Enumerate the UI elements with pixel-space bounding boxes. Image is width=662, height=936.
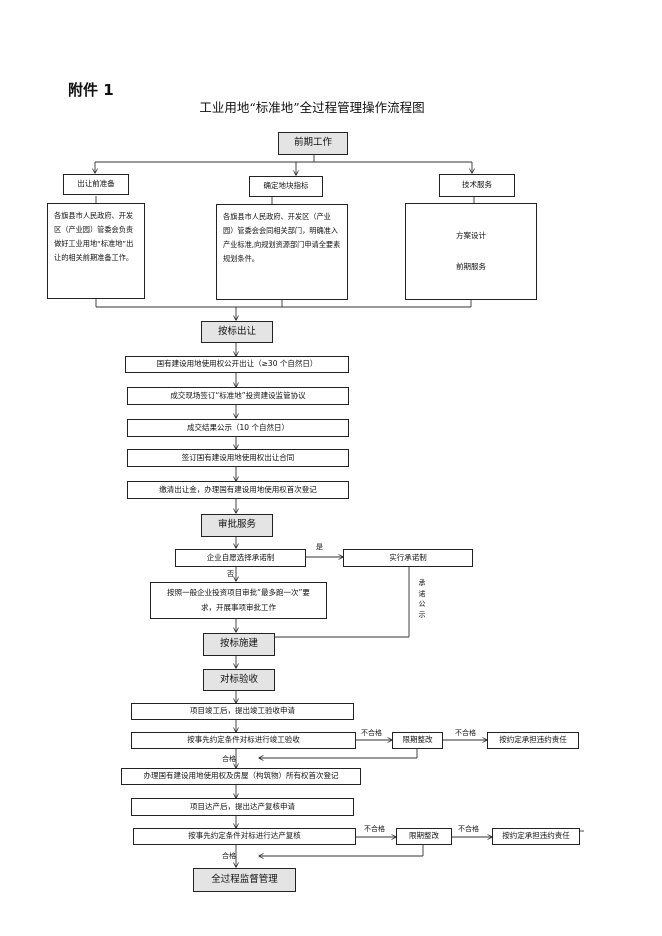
step-completion-acceptance: 按事先约定条件对标进行竣工验收 [131, 732, 356, 749]
branch-plot-indicators: 确定地块指标 [249, 176, 323, 197]
label-pass-2: 合格 [222, 852, 236, 860]
step-result-publicity: 成交结果公示（10 个自然日） [127, 419, 349, 437]
detail-plot-indicators: 各旗县市人民政府、开发区（产业园）管委会会同相关部门，明确准入产业标准,向规划资… [216, 204, 348, 300]
box-rectify-2: 限期整改 [396, 828, 452, 845]
label-fail-3: 不合格 [364, 825, 385, 833]
detail-pre-transfer-prep: 各旗县市人民政府、开发区（产业园）管委会负责做好工业用地“标准地”出让的相关前期… [47, 203, 145, 299]
step-production-review: 按事先约定条件对标进行达产复核 [133, 828, 356, 845]
box-liability-2: 按约定承担违约责任 [492, 828, 580, 845]
step-production-application: 项目达产后，提出达产复核申请 [131, 798, 354, 816]
label-fail-1: 不合格 [361, 729, 382, 737]
box-rectify-1: 限期整改 [392, 732, 443, 749]
label-fail-4: 不合格 [458, 825, 479, 833]
stage-full-supervision: 全过程监督管理 [193, 868, 296, 892]
stage-standard-construction: 按标施建 [203, 633, 275, 656]
page-title: 工业用地“标准地”全过程管理操作流程图 [199, 100, 425, 115]
stage-standard-transfer: 按标出让 [201, 321, 273, 343]
branch-technical-service: 技术服务 [439, 174, 515, 197]
label-pass-1: 合格 [222, 755, 236, 763]
step-public-transfer: 国有建设用地使用权公开出让（≥30 个自然日） [125, 356, 349, 373]
step-pay-and-register: 缴清出让金，办理国有建设用地使用权首次登记 [127, 481, 349, 499]
box-general-approval: 按照一般企业投资项目审批“最多跑一次”要求，开展事项审批工作 [150, 582, 327, 619]
stage-standard-acceptance: 对标验收 [203, 669, 275, 691]
step-property-registration: 办理国有建设用地使用权及房屋（构筑物）所有权首次登记 [121, 768, 361, 785]
label-commitment-publicity: 承诺公示 [418, 579, 426, 619]
tech-item-preliminary: 前期服务 [456, 261, 486, 271]
step-completion-application: 项目竣工后，提出竣工验收申请 [131, 703, 354, 720]
stage-approval-service: 审批服务 [201, 514, 273, 537]
detail-technical-service: 方案设计 前期服务 [405, 203, 537, 300]
label-no: 否 [227, 570, 234, 578]
label-yes: 是 [316, 543, 323, 551]
box-commitment-system: 实行承诺制 [343, 549, 473, 567]
attachment-label: 附件 1 [68, 81, 114, 99]
branch-pre-transfer-prep: 出让前准备 [63, 174, 129, 195]
decision-commitment: 企业自愿选择承诺制 [175, 549, 306, 567]
label-fail-2: 不合格 [455, 729, 476, 737]
stage-preliminary-work: 前期工作 [278, 132, 348, 155]
step-sign-contract: 签订国有建设用地使用权出让合同 [127, 449, 349, 467]
step-sign-agreement: 成交现场签订“标准地”投资建设监管协议 [127, 387, 349, 405]
tech-item-design: 方案设计 [456, 231, 486, 241]
box-liability-1: 按约定承担违约责任 [487, 732, 579, 749]
